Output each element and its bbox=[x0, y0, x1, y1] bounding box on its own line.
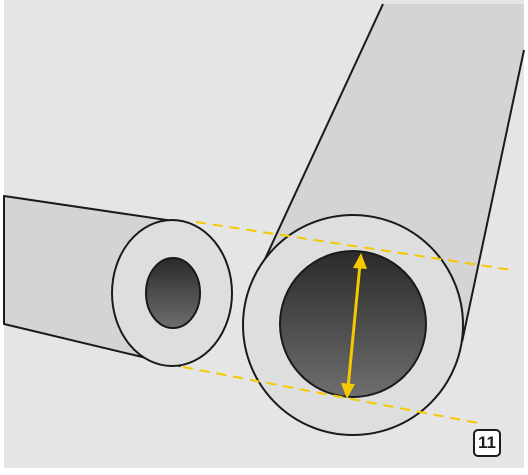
double-arrow-icon bbox=[341, 253, 367, 399]
large-tube-right-edge bbox=[461, 49, 525, 343]
upper-guide-line bbox=[195, 221, 513, 271]
step-number-badge: 11 bbox=[473, 429, 501, 457]
large-tube-left-edge bbox=[258, 3, 384, 273]
small-tube-bore bbox=[145, 257, 201, 329]
